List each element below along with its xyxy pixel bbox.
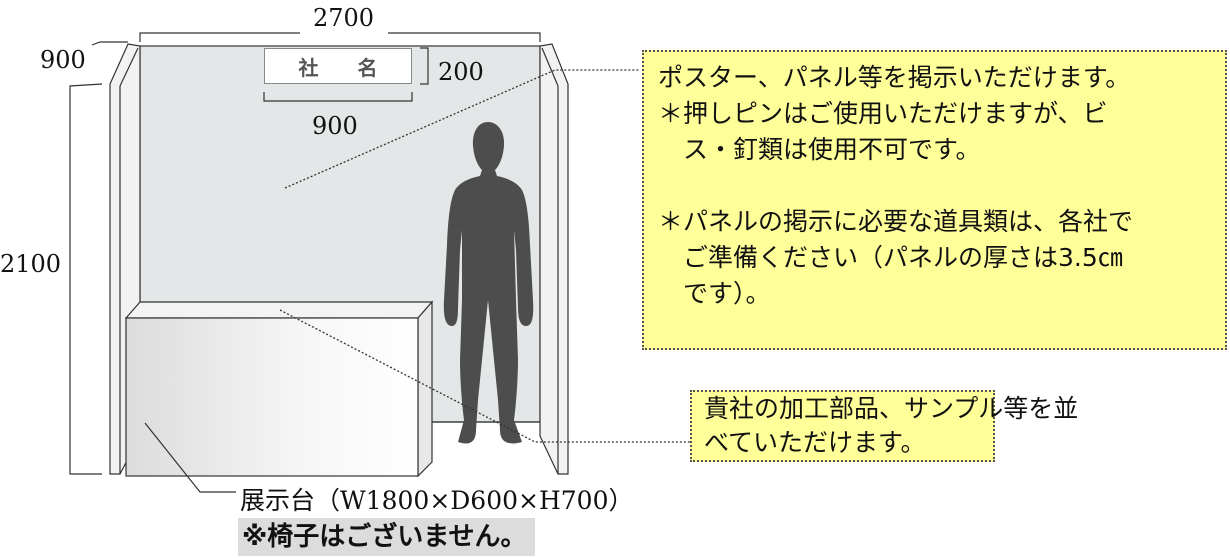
poster-note-line: ポスター、パネル等を掲示いただけます。 [658, 63, 1131, 92]
leader-stand [144, 422, 236, 493]
dim-line-width-right [388, 32, 541, 42]
dim-sign-width-label: 900 [312, 112, 358, 140]
display-stand-top [124, 301, 434, 319]
left-panel-top-edge [119, 47, 139, 87]
poster-note-line: ＊押しピンはご使用いただけますが、ビ [658, 99, 1108, 128]
parts-note-line: べていただけます。 [704, 428, 926, 457]
parts-note-line: 貴社の加工部品、サンプル等を並 [704, 394, 1079, 423]
dim-sign-height-label: 200 [438, 58, 484, 86]
dim-depth-label: 900 [40, 46, 86, 74]
right-panel-top-edge [541, 47, 559, 87]
dim-width-label: 2700 [313, 4, 375, 32]
dim-height-label: 2100 [0, 250, 62, 278]
poster-note-line: です）。 [658, 279, 771, 308]
display-stand-side [417, 300, 433, 478]
dim-line-sign-width [263, 92, 413, 102]
dim-line-width [139, 32, 300, 42]
poster-note: ポスター、パネル等を掲示いただけます。 ＊押しピンはご使用いただけますが、ビ ス… [642, 50, 1227, 350]
poster-note-line: ご準備ください（パネルの厚さは3.5㎝ [658, 243, 1123, 272]
no-chairs-warning: ※椅子はございません。 [238, 518, 535, 556]
dim-line-height [69, 83, 103, 475]
poster-note-gap [658, 168, 1215, 204]
right-side-panel [539, 43, 569, 475]
person-silhouette-icon [443, 122, 534, 444]
parts-note: 貴社の加工部品、サンプル等を並 べていただけます。 [690, 390, 1079, 462]
display-stand-front [125, 317, 419, 477]
dim-line-depth [91, 41, 128, 46]
company-name-sign: 社 名 [264, 48, 412, 84]
display-stand-label: 展示台（W1800×D600×H700） [240, 486, 634, 515]
poster-note-line: ス・釘類は使用不可です。 [658, 135, 981, 164]
poster-note-line: ＊パネルの掲示に必要な道具類は、各社で [658, 207, 1134, 236]
dim-line-sign-height [420, 47, 429, 85]
